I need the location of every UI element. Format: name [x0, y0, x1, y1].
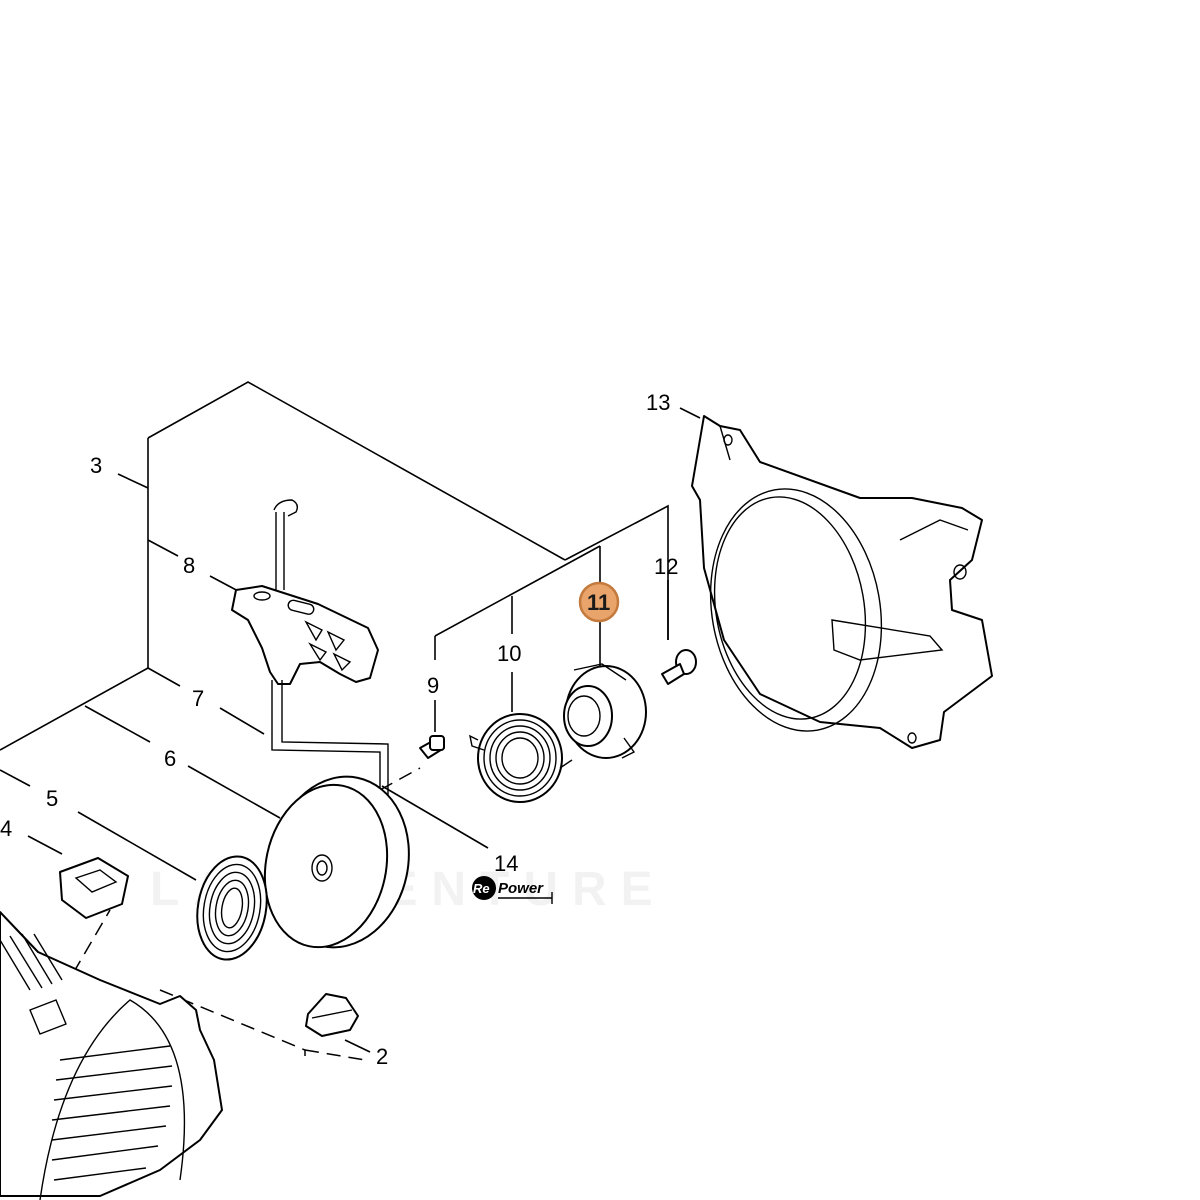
part-fan-housing — [691, 415, 993, 749]
part-handle — [231, 499, 389, 860]
part-pawl — [305, 993, 359, 1037]
callout-8: 8 — [183, 553, 195, 578]
callout-labels: 3 8 7 6 5 4 2 9 10 11 12 13 14 — [0, 390, 678, 1069]
callout-6: 6 — [164, 746, 176, 771]
callout-2: 2 — [376, 1044, 388, 1069]
part-screw — [419, 735, 445, 759]
logo-prefix: Re — [473, 881, 490, 896]
part-starter-cover — [0, 911, 223, 1200]
highlight-badge — [578, 581, 620, 623]
part-spring — [469, 713, 573, 803]
callout-5: 5 — [46, 786, 58, 811]
callout-14: 14 — [494, 851, 518, 876]
part-pawl-carrier — [563, 663, 647, 759]
callout-9: 9 — [427, 673, 439, 698]
repower-logo: Re Power — [472, 876, 553, 904]
cover-left-slots — [0, 933, 63, 991]
callout-10: 10 — [497, 641, 521, 666]
callout-11: 11 — [587, 590, 610, 615]
callout-12: 12 — [654, 554, 678, 579]
logo-suffix: Power — [498, 880, 544, 897]
part-screw-12 — [661, 649, 697, 685]
cover-grille-slots — [51, 1045, 173, 1181]
part-rope-rotor — [263, 775, 410, 949]
part-guide-bushing — [59, 857, 129, 919]
leader-lines — [0, 381, 701, 1061]
callout-7: 7 — [192, 686, 204, 711]
part-rewind-spring — [196, 855, 268, 961]
callout-13: 13 — [646, 390, 670, 415]
callout-4: 4 — [0, 816, 12, 841]
callout-3: 3 — [90, 453, 102, 478]
